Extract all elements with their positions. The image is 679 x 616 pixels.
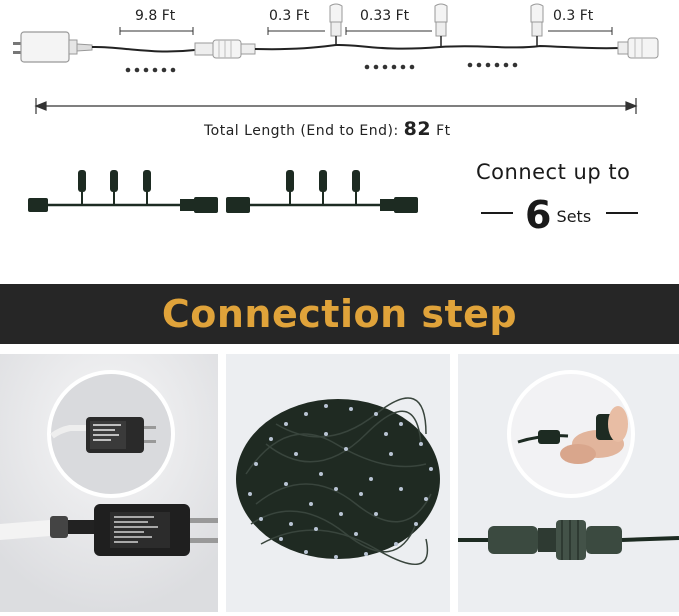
continuation-dots <box>125 62 518 73</box>
spacing-label: 0.33 Ft <box>360 8 410 24</box>
connector-photo <box>458 354 679 612</box>
gap-right-label: 0.3 Ft <box>553 8 594 24</box>
power-adapter-icon <box>13 31 93 63</box>
lead-cable <box>91 45 196 53</box>
total-length-arrow <box>34 98 638 114</box>
connector-photo-panel <box>458 354 679 612</box>
string-light-diagram <box>13 3 659 214</box>
left-connector-icon <box>194 39 256 59</box>
total-length-unit: Ft <box>436 123 451 139</box>
connect-count: 6 <box>525 193 552 237</box>
connect-unit: Sets <box>556 207 592 226</box>
string-wire <box>254 43 621 51</box>
connect-count-row: 6 Sets <box>525 193 591 237</box>
bulb-icon <box>530 3 544 46</box>
connection-step-banner: Connection step <box>0 284 679 344</box>
total-length-value: 82 <box>403 118 432 140</box>
bulb-icon <box>434 3 448 47</box>
adapter-photo <box>0 354 218 612</box>
end-connector-icon <box>617 37 659 59</box>
lead-length-label: 9.8 Ft <box>135 8 176 24</box>
dimension-lines <box>119 27 613 35</box>
adapter-photo-panel <box>0 354 218 612</box>
light-coil-photo <box>226 354 450 612</box>
banner-title: Connection step <box>161 292 518 336</box>
total-length-prefix: Total Length (End to End): <box>204 123 399 139</box>
gap-left-label: 0.3 Ft <box>269 8 310 24</box>
connect-heading: Connect up to <box>476 160 631 184</box>
light-coil-photo-panel <box>226 354 450 612</box>
light-set-2 <box>226 170 418 213</box>
light-set-1 <box>28 170 218 213</box>
total-length-text: Total Length (End to End): 82 Ft <box>204 118 451 140</box>
bulb-icon <box>329 3 343 46</box>
